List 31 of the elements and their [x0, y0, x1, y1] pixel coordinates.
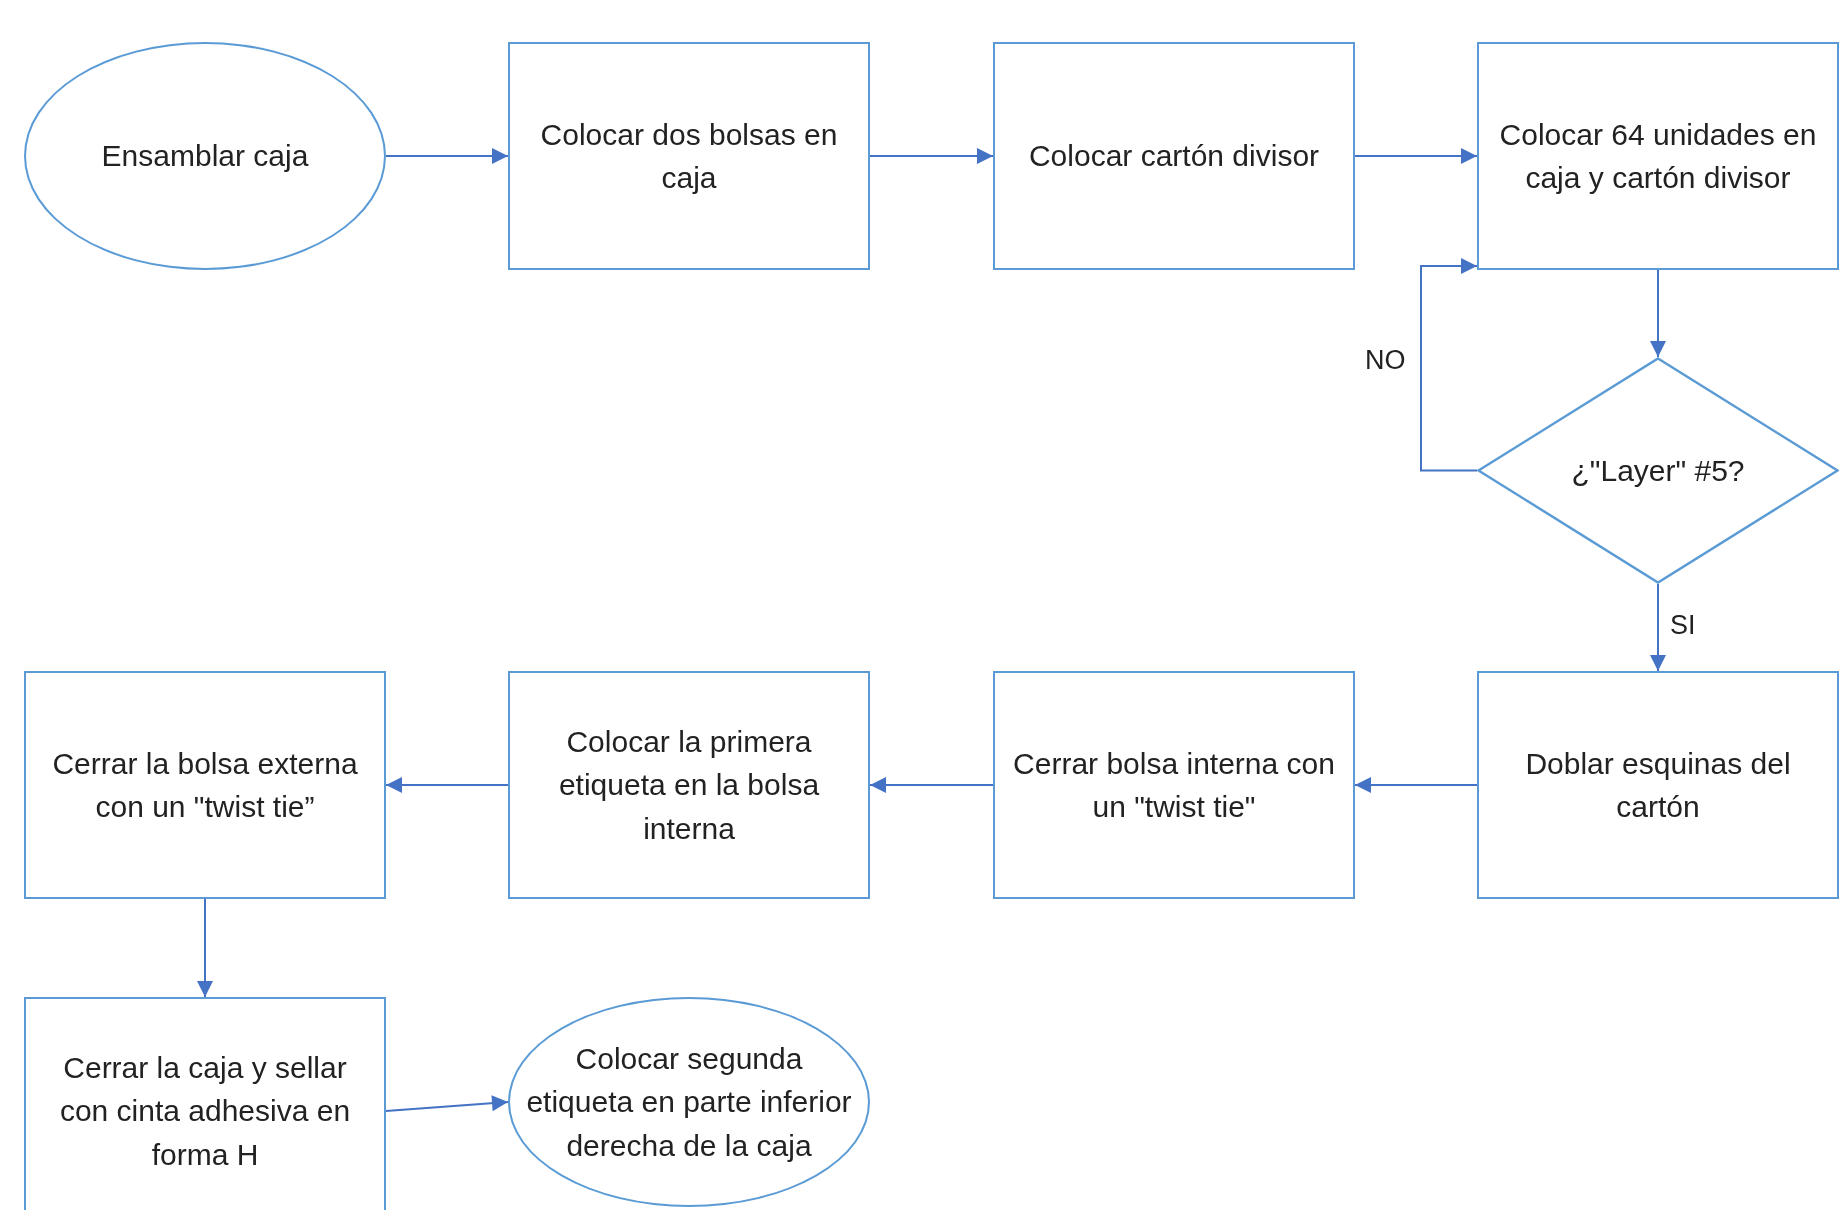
step-text: Colocar dos bolsas en caja [539, 116, 839, 196]
step-text: Colocar segunda etiqueta en parte inferior derecha de la caja [525, 1040, 853, 1164]
step-text: ¿"Layer" #5? [1570, 452, 1746, 489]
step-text: Colocar la primera etiqueta en la bolsa interna [557, 723, 821, 847]
decision-diamond [1477, 357, 1839, 584]
arrow [385, 1095, 509, 1112]
process-box [508, 42, 870, 270]
arrow [869, 148, 994, 164]
arrow [197, 898, 213, 998]
process-box [1477, 671, 1839, 899]
step-text: Doblar esquinas del cartón [1524, 745, 1792, 825]
process-box [993, 42, 1355, 270]
step-text: Cerrar la bolsa externa con un "twist tie” [51, 745, 359, 825]
process-box [24, 671, 386, 899]
arrow [1650, 269, 1666, 358]
step-text: Colocar 64 unidades en caja y cartón divisor [1498, 116, 1818, 196]
step-text: Ensamblar caja [100, 138, 310, 175]
arrow [385, 777, 509, 793]
step-text: Cerrar la caja y sellar con cinta adhesiva en forma H [58, 1049, 352, 1173]
arrow [869, 777, 994, 793]
step-text: Colocar cartón divisor [1027, 138, 1321, 175]
process-box [993, 671, 1355, 899]
arrow [385, 148, 509, 164]
process-box [24, 997, 386, 1210]
process-box [1477, 42, 1839, 270]
arrow [1650, 583, 1666, 672]
process-box [508, 671, 870, 899]
arrow [1420, 258, 1478, 472]
step-text: Cerrar bolsa interna con un "twist tie" [1012, 745, 1336, 825]
arrow [1354, 777, 1478, 793]
arrow [1354, 148, 1478, 164]
